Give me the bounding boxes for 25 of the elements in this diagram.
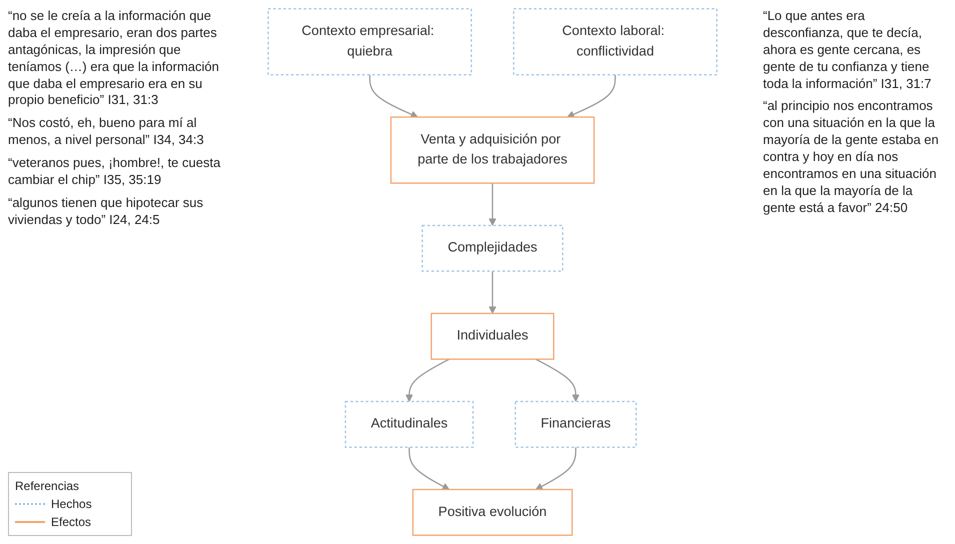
node-box: Financieras [514, 400, 637, 448]
arrow [566, 74, 616, 118]
quote-text: “veteranos pues, ¡hombre!, te cuesta cambiar el chip” I35, 35:19 [8, 155, 222, 189]
quote-text: “Nos costó, eh, bueno para mí al menos, a nivel personal” I34, 34:3 [8, 115, 205, 150]
arrow [406, 358, 450, 402]
node-box: Contexto empresarial: quiebra [268, 8, 472, 76]
arrow [488, 183, 496, 226]
arrow [488, 271, 496, 314]
arrow [535, 358, 580, 402]
node-box: Individuales [430, 312, 554, 360]
arrow [535, 447, 576, 490]
node-box: Contexto laboral: conflictividad [513, 8, 718, 76]
node-box: Actitudinales [344, 400, 474, 448]
arrow [369, 74, 418, 118]
legend-text: Hechos [51, 497, 92, 511]
node-box: Complejidades [422, 224, 564, 272]
quote-text: “al principio nos encontramos con una situación en la que la mayoría de la gente estaba en contra y hoy en día nos encontramos en una situación en la que la mayoría de la gente está a favor” 24:50 [763, 98, 940, 217]
quote-text: “no se le creía a la información que daba el empresario, eran dos partes antagónicas, la impresión que teníamos (…) era que la información que daba el empresario era en su propio beneficio” I31, 31:3 [8, 8, 220, 110]
quote-text: “algunos tienen que hipotecar sus viviendas y todo” I24, 24:5 [8, 194, 204, 229]
legend-text: Efectos [51, 515, 92, 529]
arrow [408, 447, 450, 490]
node-box: Positiva evolución [412, 488, 573, 536]
node-box: Venta y adquisición por parte de los trabajadores [390, 116, 595, 184]
legend-title: Referencias [15, 479, 80, 493]
quote-text: “Lo que antes era desconfianza, que te decía, ahora es gente cercana, es gente de tu confianza y tiene toda la información” I31, 31:7 [763, 8, 932, 92]
